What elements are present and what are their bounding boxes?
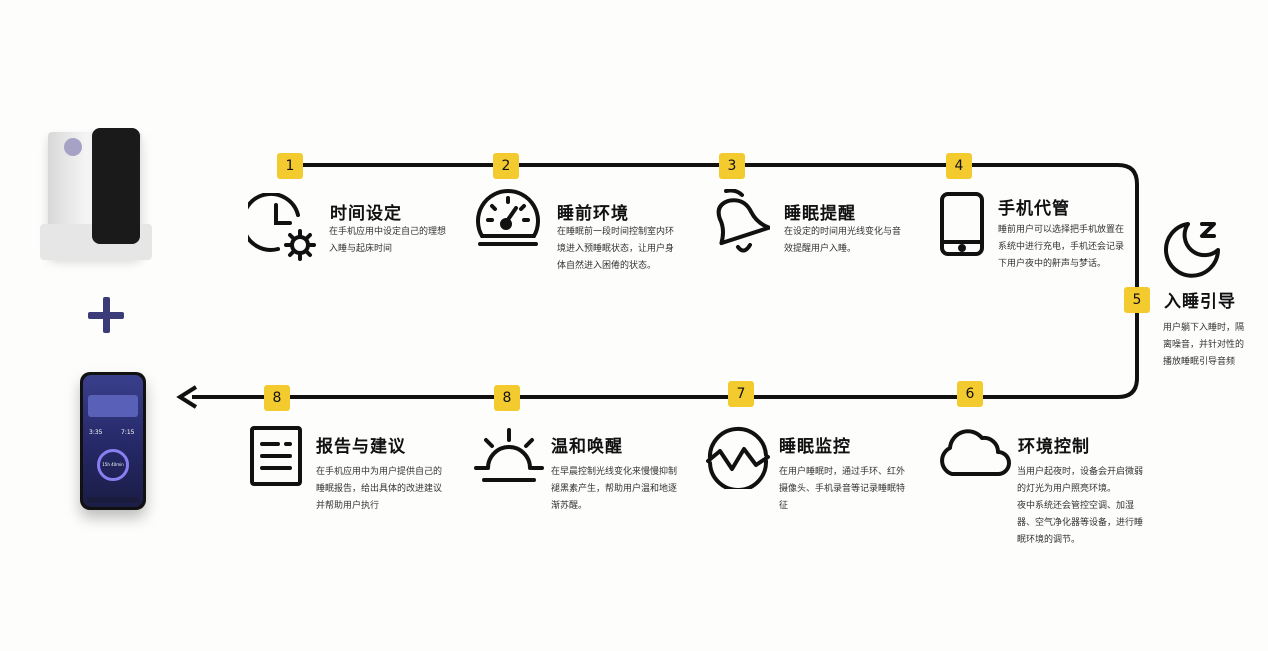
step-title-8-wake: 温和唤醒	[551, 437, 623, 457]
app-card	[88, 395, 138, 417]
step-badge-4: 4	[946, 153, 972, 179]
tablet-icon	[932, 190, 1000, 258]
desc-line: 入睡与起床时间	[329, 244, 393, 254]
desc-line: 在设定的时间用光线变化与音	[784, 227, 902, 237]
desc-line: 体自然进入困倦的状态。	[557, 261, 657, 271]
sleep-ring: 15h 40min	[97, 449, 129, 481]
desc-line: 下用户夜中的鼾声与梦话。	[998, 259, 1107, 269]
step-title-7: 睡眠监控	[779, 437, 851, 457]
desc-line: 在用户睡眠时，通过手环、红外	[779, 467, 906, 477]
step-badge-3: 3	[719, 153, 745, 179]
desc-line: 在睡眠前一段时间控制室内环	[557, 227, 675, 237]
device-light	[64, 138, 82, 156]
desc-line: 眠环境的调节。	[1017, 535, 1081, 545]
plus-icon	[88, 297, 124, 333]
docked-phone	[92, 128, 140, 244]
desc-line: 离噪音，并针对性的	[1163, 340, 1245, 350]
step-title-5: 入睡引导	[1164, 292, 1236, 312]
step-badge-2: 2	[493, 153, 519, 179]
desc-line: 的灯光为用户照亮环境。	[1017, 484, 1117, 494]
report-list-icon	[248, 424, 304, 486]
desc-line: 渐苏醒。	[551, 501, 588, 511]
step-badge-1: 1	[277, 153, 303, 179]
step-title-2: 睡前环境	[557, 204, 629, 224]
step-title-4: 手机代管	[998, 199, 1070, 219]
step-title-8-report: 报告与建议	[316, 437, 406, 457]
step-desc-4: 睡前用户可以选择把手机放置在 系统中进行充电，手机还会记录 下用户夜中的鼾声与梦…	[998, 222, 1124, 273]
desc-line: 当用户起夜时，设备会开启微弱	[1017, 467, 1144, 477]
step-badge-5: 5	[1124, 287, 1150, 313]
step-desc-2: 在睡眠前一段时间控制室内环 境进入预睡眠状态，让用户身 体自然进入困倦的状态。	[557, 224, 674, 275]
desc-line: 征	[779, 501, 789, 511]
phone-screen: 3:35 7:15 15h 40min	[83, 375, 143, 507]
step-desc-8-report: 在手机应用中为用户提供自己的 睡眠报告，给出具体的改进建议 并帮助用户执行	[316, 464, 442, 515]
desc-line: 播放睡眠引导音频	[1163, 357, 1236, 367]
step-badge-7: 7	[728, 381, 754, 407]
desc-line: 用户躺下入睡时，隔	[1163, 323, 1245, 333]
cloud-icon	[934, 422, 1012, 482]
desc-line: 效提醒用户入睡。	[784, 244, 857, 254]
desc-line: 境进入预睡眠状态，让用户身	[557, 244, 675, 254]
gauge-icon	[474, 186, 542, 254]
step-desc-8-wake: 在早晨控制光线变化来慢慢抑制 褪黑素产生，帮助用户温和地逐 渐苏醒。	[551, 464, 677, 515]
step-desc-5: 用户躺下入睡时，隔 离噪音，并针对性的 播放睡眠引导音频	[1163, 320, 1244, 371]
desc-line: 在手机应用中为用户提供自己的	[316, 467, 443, 477]
step-title-1: 时间设定	[330, 204, 402, 224]
wave-circle-icon	[706, 425, 770, 492]
step-desc-7: 在用户睡眠时，通过手环、红外 摄像头、手机录音等记录睡眠特 征	[779, 464, 905, 515]
desc-line: 睡前用户可以选择把手机放置在	[998, 225, 1125, 235]
step-badge-8-wake: 8	[494, 385, 520, 411]
desc-line: 在早晨控制光线变化来慢慢抑制	[551, 467, 678, 477]
moon-sleep-icon	[1162, 218, 1224, 280]
step-desc-1: 在手机应用中设定自己的理想 入睡与起床时间	[329, 224, 446, 258]
bell-icon	[702, 188, 771, 257]
step-badge-6: 6	[957, 381, 983, 407]
step-title-6: 环境控制	[1018, 437, 1090, 457]
clock-gear-icon	[240, 191, 316, 261]
desc-line: 在手机应用中设定自己的理想	[329, 227, 447, 237]
step-title-3: 睡眠提醒	[784, 204, 856, 224]
sleep-device-image	[40, 128, 160, 260]
step-badge-8-report: 8	[264, 385, 290, 411]
sunrise-icon	[474, 424, 544, 486]
step-desc-6: 当用户起夜时，设备会开启微弱 的灯光为用户照亮环境。 夜中系统还会管控空调、加湿…	[1017, 464, 1143, 549]
step-desc-3: 在设定的时间用光线变化与音 效提醒用户入睡。	[784, 224, 901, 258]
desc-line: 并帮助用户执行	[316, 501, 380, 511]
desc-line: 器、空气净化器等设备，进行睡	[1017, 518, 1144, 528]
desc-line: 夜中系统还会管控空调、加湿	[1017, 501, 1135, 511]
desc-line: 系统中进行充电，手机还会记录	[998, 242, 1125, 252]
phone-time-right: 7:15	[121, 429, 135, 436]
desc-line: 睡眠报告，给出具体的改进建议	[316, 484, 443, 494]
desc-line: 摄像头、手机录音等记录睡眠特	[779, 484, 906, 494]
ring-text: 15h 40min	[102, 462, 124, 467]
phone-tab-bar	[87, 497, 139, 503]
desc-line: 褪黑素产生，帮助用户温和地逐	[551, 484, 678, 494]
phone-app-image: 3:35 7:15 15h 40min	[80, 372, 146, 510]
phone-time-left: 3:35	[89, 429, 103, 436]
